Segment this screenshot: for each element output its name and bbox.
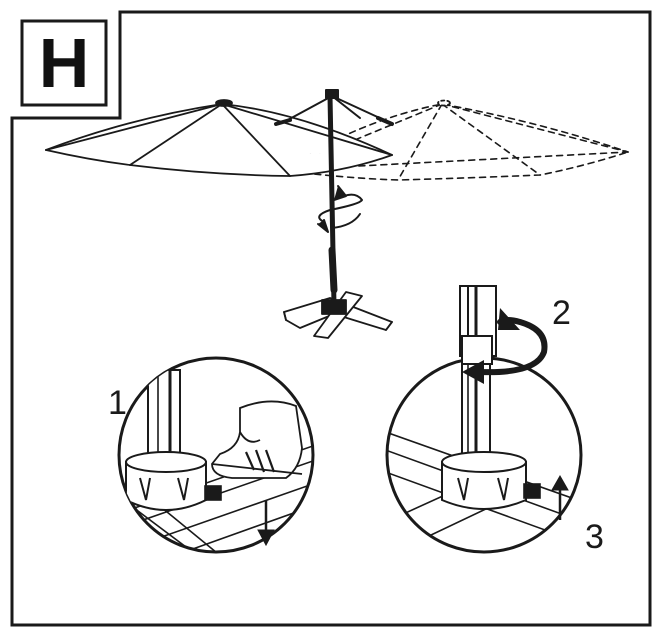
step-label-1: 1 — [108, 386, 127, 420]
step-label-2: 2 — [552, 296, 571, 330]
panel-letter: H — [22, 21, 106, 105]
cross-base — [284, 292, 392, 338]
detail-foot-press — [100, 358, 330, 580]
pole-upper — [460, 286, 496, 364]
rotate-arrow-icon — [318, 186, 362, 232]
umbrella-illustration — [46, 90, 628, 338]
canopy-solid — [46, 100, 450, 176]
step-label-3: 3 — [585, 520, 604, 554]
